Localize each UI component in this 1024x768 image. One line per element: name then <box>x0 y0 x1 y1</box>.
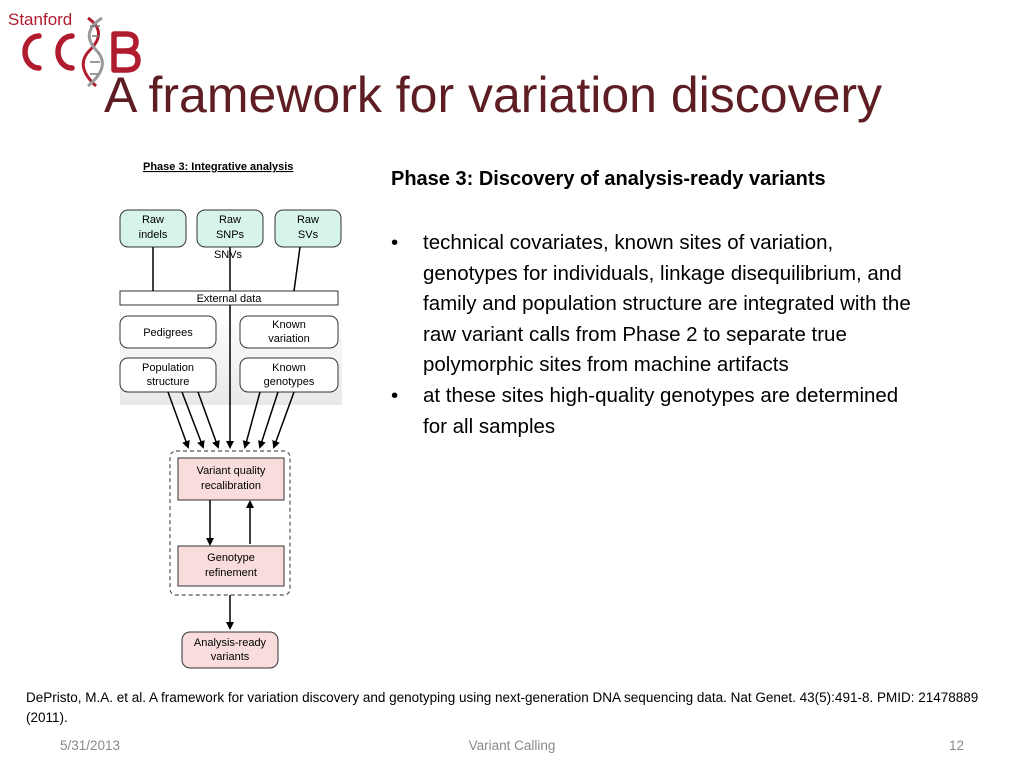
raw-indels-label-1: Raw <box>142 214 164 226</box>
known-genotypes-box <box>239 357 339 393</box>
arrow-5 <box>242 391 261 449</box>
citation: DePristo, M.A. et al. A framework for va… <box>26 690 979 725</box>
footer-title: Variant Calling <box>468 738 556 753</box>
diagram-heading: Phase 3: Integrative analysis <box>143 161 293 173</box>
raw-svs-label-2: SVs <box>298 229 319 241</box>
bullet-item: • at these sites high-quality genotypes a… <box>391 381 911 442</box>
phase3-diagram: Phase 3: Integrative analysis Raw indels… <box>119 161 342 669</box>
recalibration-label-1: Variant quality <box>197 465 266 477</box>
recalibration-box <box>177 457 285 501</box>
bullet-icon: • <box>391 231 399 254</box>
raw-snps-label-2: SNPs <box>216 229 245 241</box>
footer-date: 5/31/2013 <box>60 738 121 753</box>
raw-svs-label-1: Raw <box>297 214 319 226</box>
recalibration-label-2: recalibration <box>201 480 261 492</box>
known-genotypes-label-1: Known <box>272 362 306 374</box>
arrow-raw-svs <box>293 246 301 292</box>
logo-dna-mark <box>22 16 141 88</box>
population-label-2: structure <box>147 376 190 388</box>
analysis-ready-label-2: variants <box>211 651 250 663</box>
recalibration-region <box>169 450 291 596</box>
footer-page-number: 12 <box>948 738 964 753</box>
known-variation-label-1: Known <box>272 319 306 331</box>
bullet-text: technical covariates, known sites of var… <box>423 231 911 377</box>
analysis-ready-box <box>181 631 279 669</box>
logo-stanford-text: Stanford <box>8 10 73 29</box>
pedigrees-label: Pedigrees <box>143 327 193 339</box>
bullet-text: at these sites high-quality genotypes ar… <box>423 383 899 438</box>
logo-helix-strand2 <box>87 16 104 88</box>
external-data-label: External data <box>197 293 263 305</box>
known-variation-box <box>239 315 339 349</box>
bullet-icon: • <box>391 383 399 407</box>
arrow-3 <box>197 391 220 449</box>
logo-c2 <box>55 33 75 71</box>
arrow-6 <box>258 391 279 449</box>
refinement-box <box>177 545 285 587</box>
raw-snps-label-1: Raw <box>219 214 241 226</box>
bullet-list: • technical covariates, known sites of va… <box>391 228 911 442</box>
population-label-1: Population <box>142 362 194 374</box>
external-data-bar <box>119 290 339 306</box>
known-genotypes-label-2: genotypes <box>264 376 315 388</box>
raw-svs-box <box>274 209 342 248</box>
known-variation-label-2: variation <box>268 333 310 345</box>
stanford-ccb-logo: Stanford <box>4 10 144 92</box>
logo-c1 <box>22 33 42 71</box>
logo-b <box>111 31 141 73</box>
refinement-label-1: Genotype <box>207 552 255 564</box>
raw-indels-label-2: indels <box>139 229 168 241</box>
arrow-7 <box>272 391 295 449</box>
slide-title: A framework for variation discovery <box>104 67 883 123</box>
arrow-1 <box>167 391 190 449</box>
phase-heading: Phase 3: Discovery of analysis-ready var… <box>391 168 826 190</box>
snvs-note: SNVs <box>214 249 243 261</box>
refinement-label-2: refinement <box>205 567 257 579</box>
pedigrees-box <box>119 315 217 349</box>
analysis-ready-label-1: Analysis-ready <box>194 637 267 649</box>
bullet-item: • technical covariates, known sites of va… <box>391 228 911 381</box>
arrow-2 <box>181 391 205 449</box>
